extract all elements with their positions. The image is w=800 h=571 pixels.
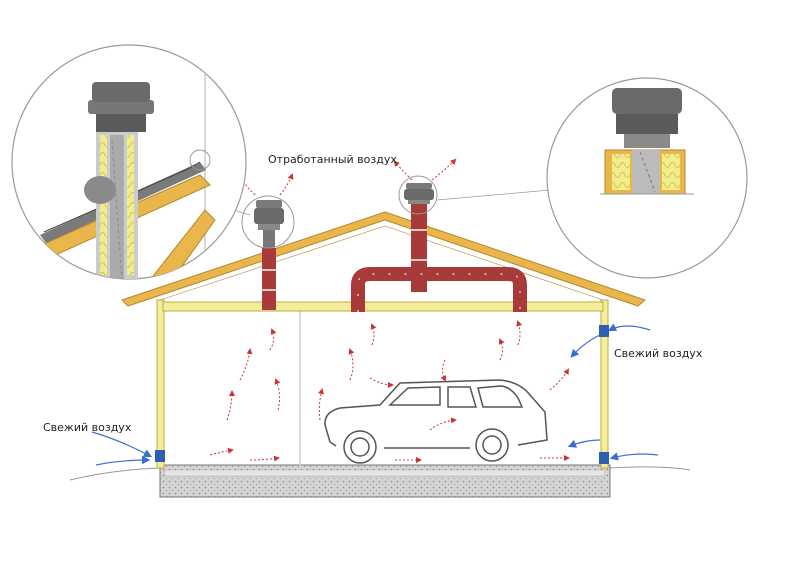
exhaust-ducts [262,202,527,312]
exhaust-air-label: Отработанный воздух [268,153,397,166]
walls [155,299,609,469]
exhaust-airflow [209,158,570,463]
left-vent-grille [155,450,165,462]
right-lower-vent-grille [599,452,609,464]
left-detail-marker [241,195,295,249]
car-icon [324,379,548,464]
deflector-icon [404,183,434,204]
fresh-air-left-label: Свежий воздух [43,421,132,434]
right-detail-marker [398,175,438,215]
foundation [69,464,691,498]
right-detail-callout [546,77,748,279]
left-detail-callout [11,44,247,280]
ceiling-beam [162,301,604,312]
right-upper-vent-grille [599,325,609,337]
deflector-icon [254,200,284,248]
fresh-air-right-label: Свежий воздух [614,347,703,360]
fresh-airflow [91,323,659,466]
